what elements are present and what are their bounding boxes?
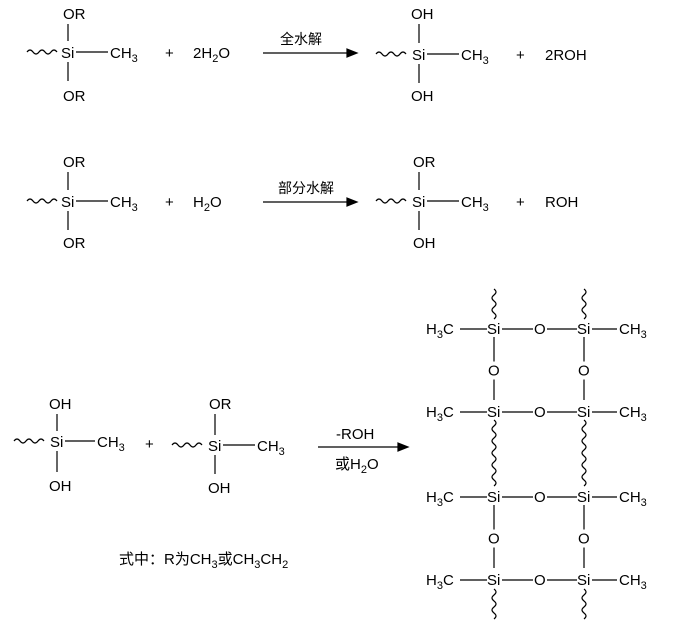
atom-o-bridge: O [578, 363, 590, 380]
reactant-silane: OR Si CH3 OR [26, 6, 138, 105]
reaction-partial-hydrolysis: OR Si CH3 OR + H2O 部分水解 OR Si CH3 OH + R… [26, 154, 578, 252]
atom-oh-bottom: OH [411, 88, 434, 105]
arrow-head [346, 197, 359, 207]
atom-si: Si [412, 194, 425, 211]
atom-si: Si [577, 321, 590, 338]
wavy-bond [13, 438, 45, 444]
group-methyl: CH3 [257, 438, 285, 458]
atom-si: Si [487, 489, 500, 506]
footnote: 式中：R为CH3或CH3CH2 [119, 551, 288, 571]
atom-o-bridge: O [534, 489, 546, 506]
atom-or-top: OR [63, 6, 86, 23]
wavy-bond [26, 49, 58, 55]
atom-o-bridge: O [534, 404, 546, 421]
plus-sign: + [145, 436, 154, 453]
group-methyl: CH3 [461, 194, 489, 214]
atom-si: Si [487, 572, 500, 589]
arrow-condition: 部分水解 [278, 181, 334, 197]
atom-oh-bottom: OH [413, 235, 436, 252]
atom-si: Si [61, 194, 74, 211]
group-methyl-right: CH3 [619, 404, 647, 424]
wavy-bond [375, 51, 407, 57]
arrow-head [346, 48, 359, 58]
wavy-bond [581, 419, 587, 487]
atom-o-bridge: O [534, 321, 546, 338]
group-methyl: CH3 [97, 434, 125, 454]
wavy-bond [581, 588, 587, 620]
byproduct-alcohol: ROH [545, 194, 578, 211]
atom-or-top: OR [413, 154, 436, 171]
group-methyl-right: CH3 [619, 321, 647, 341]
reaction-full-hydrolysis: OR Si CH3 OR + 2H2O 全水解 OH Si CH3 OH + 2… [26, 6, 587, 105]
wavy-bond [171, 442, 203, 448]
wavy-bond [491, 288, 497, 320]
plus-sign: + [516, 47, 525, 64]
atom-si: Si [61, 45, 74, 62]
arrow-condition: 全水解 [280, 31, 322, 48]
arrow-condition-bottom: 或H2O [335, 456, 379, 476]
atom-o-bridge: O [534, 572, 546, 589]
reaction-arrow: 全水解 [263, 31, 359, 58]
wavy-bond [375, 198, 407, 204]
group-methyl-right: CH3 [619, 489, 647, 509]
product-silanol: OH Si CH3 OH [375, 6, 489, 105]
water-molecule: 2H2O [193, 45, 230, 65]
water-molecule: H2O [193, 194, 222, 214]
reaction-arrow: -ROH 或H2O [318, 426, 410, 476]
atom-o-bridge: O [578, 531, 590, 548]
atom-si: Si [50, 434, 63, 451]
group-methyl-right: CH3 [619, 572, 647, 592]
atom-oh-bottom: OH [208, 480, 231, 497]
reactant-silanol: OH Si CH3 OH [13, 396, 125, 495]
atom-or-bottom: OR [63, 88, 86, 105]
atom-si: Si [412, 47, 425, 64]
reactant-partial-silanol: OR Si CH3 OH [171, 396, 285, 497]
wavy-bond [491, 419, 497, 487]
atom-or-top: OR [63, 154, 86, 171]
atom-si: Si [487, 404, 500, 421]
group-methyl-left: H3C [426, 489, 454, 509]
reactant-silane: OR Si CH3 OR [26, 154, 138, 252]
atom-o-bridge: O [488, 531, 500, 548]
atom-oh-top: OH [49, 396, 72, 413]
reaction-condensation: OH Si CH3 OH + OR Si CH3 OH -ROH 或H2O H3… [13, 288, 647, 620]
atom-si: Si [208, 438, 221, 455]
plus-sign: + [165, 194, 174, 211]
group-methyl: CH3 [461, 47, 489, 67]
atom-or-top: OR [209, 396, 232, 413]
atom-oh-bottom: OH [49, 478, 72, 495]
group-methyl-left: H3C [426, 572, 454, 592]
arrow-head [397, 442, 410, 452]
atom-si: Si [577, 489, 590, 506]
atom-o-bridge: O [488, 363, 500, 380]
reaction-arrow: 部分水解 [263, 181, 359, 207]
group-methyl: CH3 [110, 194, 138, 214]
plus-sign: + [516, 194, 525, 211]
atom-si: Si [577, 404, 590, 421]
atom-oh-top: OH [411, 6, 434, 23]
atom-or-bottom: OR [63, 235, 86, 252]
wavy-bond [26, 198, 58, 204]
group-methyl-left: H3C [426, 321, 454, 341]
wavy-bond [581, 288, 587, 320]
atom-si: Si [577, 572, 590, 589]
group-methyl-left: H3C [426, 404, 454, 424]
group-methyl: CH3 [110, 45, 138, 65]
byproduct-alcohol: 2ROH [545, 47, 587, 64]
product-partial-silanol: OR Si CH3 OH [375, 154, 489, 252]
atom-si: Si [487, 321, 500, 338]
wavy-bond [491, 588, 497, 620]
arrow-condition-top: -ROH [336, 426, 374, 443]
plus-sign: + [165, 45, 174, 62]
